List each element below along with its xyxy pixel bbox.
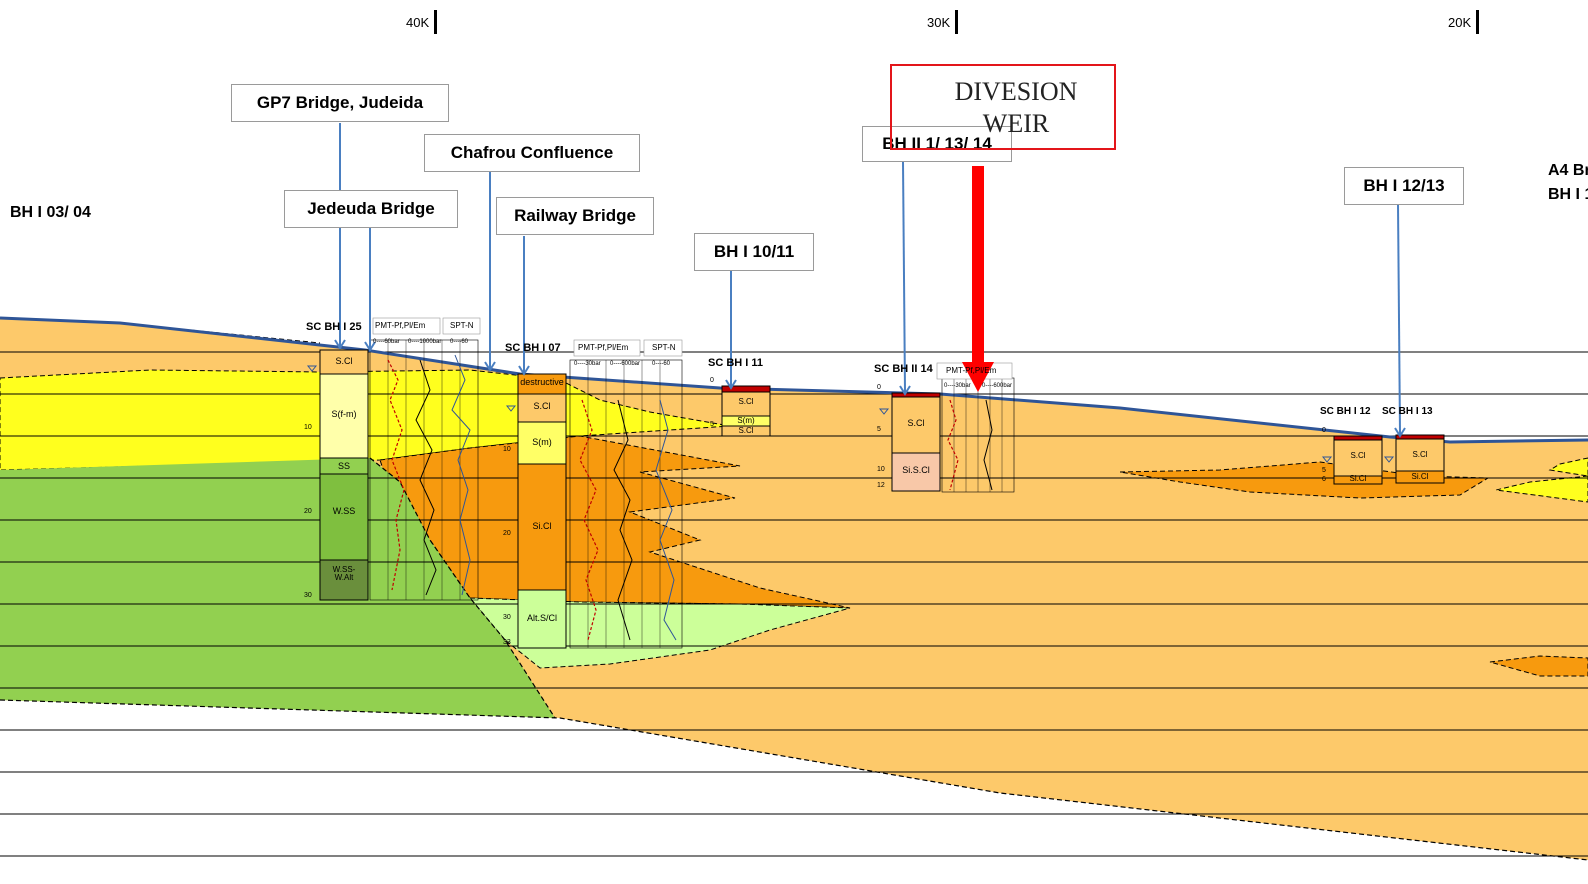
bh25-layer-1: S.Cl bbox=[335, 356, 353, 366]
log-scale-a2: 0----1000bar bbox=[408, 339, 442, 345]
log-header-spt-1: SPT-N bbox=[450, 321, 474, 330]
bh-name-i-25: SC BH I 25 bbox=[306, 321, 362, 333]
log-scale-c2: 0----600bar bbox=[982, 383, 1013, 389]
chainage-tick-40k bbox=[434, 10, 437, 34]
bh25-depth-10: 10 bbox=[304, 424, 312, 431]
bh25-layer-4: W.SS bbox=[332, 506, 356, 516]
weir-line-2: WEIR bbox=[982, 109, 1050, 138]
bh11-depth-0: 0 bbox=[710, 377, 714, 384]
lens-orange-right bbox=[1119, 461, 1490, 499]
bh11-depth-5: 5 bbox=[710, 421, 714, 428]
log-header-spt-2: SPT-N bbox=[652, 343, 676, 352]
bh25-depth-20: 20 bbox=[304, 508, 312, 515]
bh25-layer-5: W.SS- W.Alt bbox=[332, 565, 356, 583]
bh07-layer-3: S(m) bbox=[532, 437, 552, 447]
bh14-depth-12: 12 bbox=[877, 482, 885, 489]
borehole-bh-ii-14 bbox=[878, 362, 1015, 493]
bh-name-i-12: SC BH I 12 bbox=[1320, 406, 1371, 417]
log-scale-a3: 0----60 bbox=[450, 339, 469, 345]
bh07-depth-20: 20 bbox=[503, 530, 511, 537]
bh-name-i-11: SC BH I 11 bbox=[708, 357, 764, 369]
diversion-weir-box bbox=[890, 64, 1116, 150]
bedrock-boundary bbox=[0, 699, 1588, 861]
bh07-layer-4: Si.Cl bbox=[532, 521, 552, 531]
bh12-depth-6: 6 bbox=[1322, 476, 1326, 483]
chainage-tick-30k bbox=[955, 10, 958, 34]
chainage-tick-20k bbox=[1476, 10, 1479, 34]
bh25-layer-2: S(f-m) bbox=[331, 409, 357, 419]
bh14-depth-0: 0 bbox=[877, 384, 881, 391]
lens-yellow-right bbox=[1548, 457, 1588, 477]
bh-name-i-13: SC BH I 13 bbox=[1382, 406, 1433, 417]
elevation-gridlines bbox=[0, 351, 1588, 857]
callout-jedeuda-bridge: Jedeuda Bridge bbox=[284, 190, 458, 228]
bh07-depth-30: 30 bbox=[503, 614, 511, 621]
borehole-bh-i-25 bbox=[306, 317, 481, 601]
bh25-layer-3: SS bbox=[337, 461, 350, 471]
layer-silty-clay bbox=[379, 435, 851, 609]
borehole-bh-i-07 bbox=[505, 339, 683, 649]
layer-sandstone bbox=[0, 458, 555, 718]
bh12-layer-2: Si.Cl bbox=[1349, 474, 1367, 483]
bh14-layer-1: S.Cl bbox=[907, 418, 925, 428]
bh12-depth-5: 5 bbox=[1322, 467, 1326, 474]
bh07-layer-5: Alt.S/Cl bbox=[526, 613, 557, 623]
bh13-layer-2: Si.Cl bbox=[1411, 472, 1429, 481]
label-a4-bridge: A4 Br bbox=[1548, 162, 1588, 179]
bh12-layer-1: S.Cl bbox=[1350, 451, 1366, 460]
log-scale-b3: 0----60 bbox=[652, 361, 671, 367]
bh07-depth-10: 10 bbox=[503, 446, 511, 453]
diversion-weir-label: DIVESION WEIR bbox=[890, 76, 1142, 140]
bh14-depth-10: 10 bbox=[877, 466, 885, 473]
chainage-30k: 30K bbox=[927, 15, 951, 30]
chainage-40k: 40K bbox=[406, 15, 430, 30]
bh07-layer-2: S.Cl bbox=[533, 401, 551, 411]
chainage-20k: 20K bbox=[1448, 15, 1472, 30]
callout-chafrou-confluence: Chafrou Confluence bbox=[424, 134, 640, 172]
weir-arrow bbox=[962, 166, 994, 392]
log-header-pmt-1: PMT-Pf,Pl/Em bbox=[375, 321, 426, 330]
borehole-bh-i-11 bbox=[721, 385, 771, 437]
bh11-layer-2: S(m) bbox=[737, 416, 755, 425]
callout-bh-i-12-13: BH I 12/13 bbox=[1344, 167, 1464, 205]
bh14-depth-5: 5 bbox=[877, 426, 881, 433]
callout-pointers bbox=[334, 123, 1406, 438]
log-scale-a1: 0----60bar bbox=[373, 339, 400, 345]
label-a4-bh: BH I 1 bbox=[1548, 186, 1588, 203]
callout-bh-i-10-11: BH I 10/11 bbox=[694, 233, 814, 271]
log-header-pmt-3: PMT-Pf,Pl/Em bbox=[946, 366, 997, 375]
weir-line-1: DIVESION bbox=[954, 77, 1078, 106]
bh25-depth-30: 30 bbox=[304, 592, 312, 599]
bh-name-i-07: SC BH I 07 bbox=[505, 342, 561, 354]
lens-orange-deep bbox=[1489, 655, 1588, 677]
bh14-layer-2: Si.S.Cl bbox=[902, 465, 930, 475]
log-scale-c1: 0----30bar bbox=[944, 383, 971, 389]
bh07-layer-1: destructive bbox=[520, 377, 564, 387]
lens-yellow-right-2 bbox=[1495, 475, 1588, 503]
bh-name-ii-14: SC BH II 14 bbox=[874, 363, 933, 375]
label-bh-i-03-04: BH I 03/ 04 bbox=[10, 204, 91, 221]
bh11-layer-1: S.Cl bbox=[738, 397, 754, 406]
borehole-bh-i-12-13 bbox=[1321, 434, 1445, 485]
callout-railway-bridge: Railway Bridge bbox=[496, 197, 654, 235]
bh11-layer-3: S.Cl bbox=[738, 426, 754, 435]
bh13-layer-1: S.Cl bbox=[1412, 450, 1428, 459]
log-header-pmt-2: PMT-Pf,Pl/Em bbox=[578, 343, 629, 352]
bh07-depth-33: 33 bbox=[503, 639, 511, 646]
callout-gp7-bridge: GP7 Bridge, Judeida bbox=[231, 84, 449, 122]
log-scale-b1: 0----30bar bbox=[574, 361, 601, 367]
bh12-depth-0: 0 bbox=[1322, 427, 1326, 434]
log-scale-b2: 0----600bar bbox=[610, 361, 641, 367]
